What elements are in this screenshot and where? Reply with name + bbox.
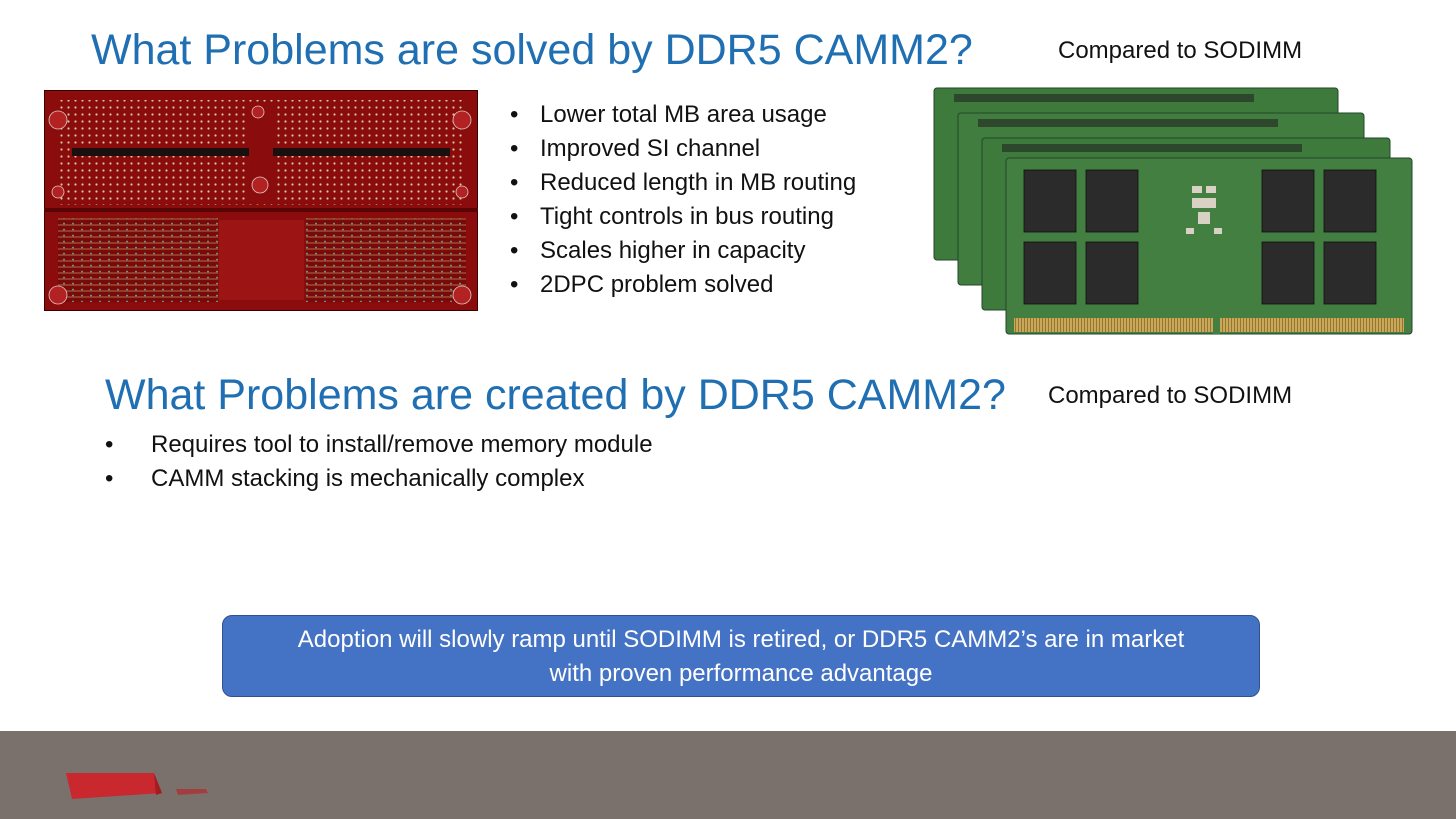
list-item: • Improved SI channel [510, 134, 856, 168]
camm2-pcb-layout-image [44, 90, 478, 311]
created-bullet-list: • Requires tool to install/remove memory … [105, 430, 653, 498]
bullet-marker: • [510, 203, 519, 230]
footer-bar [0, 731, 1456, 819]
adoption-callout-box: Adoption will slowly ramp until SODIMM i… [222, 615, 1260, 697]
created-title: What Problems are created by DDR5 CAMM2? [105, 371, 1006, 419]
solved-point-text: Lower total MB area usage [540, 101, 827, 128]
solved-title: What Problems are solved by DDR5 CAMM2? [91, 26, 973, 74]
solved-point-text: Tight controls in bus routing [540, 203, 834, 230]
list-item: • 2DPC problem solved [510, 270, 856, 304]
solved-point-text: 2DPC problem solved [540, 271, 774, 298]
bullet-marker: • [510, 101, 519, 128]
created-point-text: Requires tool to install/remove memory m… [151, 431, 653, 458]
list-item: • CAMM stacking is mechanically complex [105, 464, 653, 498]
list-item: • Reduced length in MB routing [510, 168, 856, 202]
list-item: • Tight controls in bus routing [510, 202, 856, 236]
bullet-marker: • [105, 431, 114, 458]
bullet-marker: • [510, 237, 519, 264]
compared-to-sodimm-label: Compared to SODIMM [1048, 382, 1293, 409]
solved-point-text: Improved SI channel [540, 135, 761, 162]
footer-logo [66, 773, 208, 799]
bullet-marker: • [105, 465, 114, 492]
solved-point-text: Reduced length in MB routing [540, 169, 857, 196]
bullet-marker: • [510, 135, 519, 162]
sodimm-modules-stack-image [932, 86, 1414, 336]
list-item: • Requires tool to install/remove memory … [105, 430, 653, 464]
solved-bullet-list: • Lower total MB area usage • Improved SI … [510, 100, 856, 304]
callout-line: with proven performance advantage [549, 660, 933, 687]
list-item: • Lower total MB area usage [510, 100, 856, 134]
callout-line: Adoption will slowly ramp until SODIMM i… [297, 626, 1185, 653]
bullet-marker: • [510, 271, 519, 298]
list-item: • Scales higher in capacity [510, 236, 856, 270]
created-point-text: CAMM stacking is mechanically complex [151, 465, 585, 492]
bullet-marker: • [510, 169, 519, 196]
solved-point-text: Scales higher in capacity [540, 237, 806, 264]
compared-to-sodimm-label: Compared to SODIMM [1058, 37, 1303, 64]
